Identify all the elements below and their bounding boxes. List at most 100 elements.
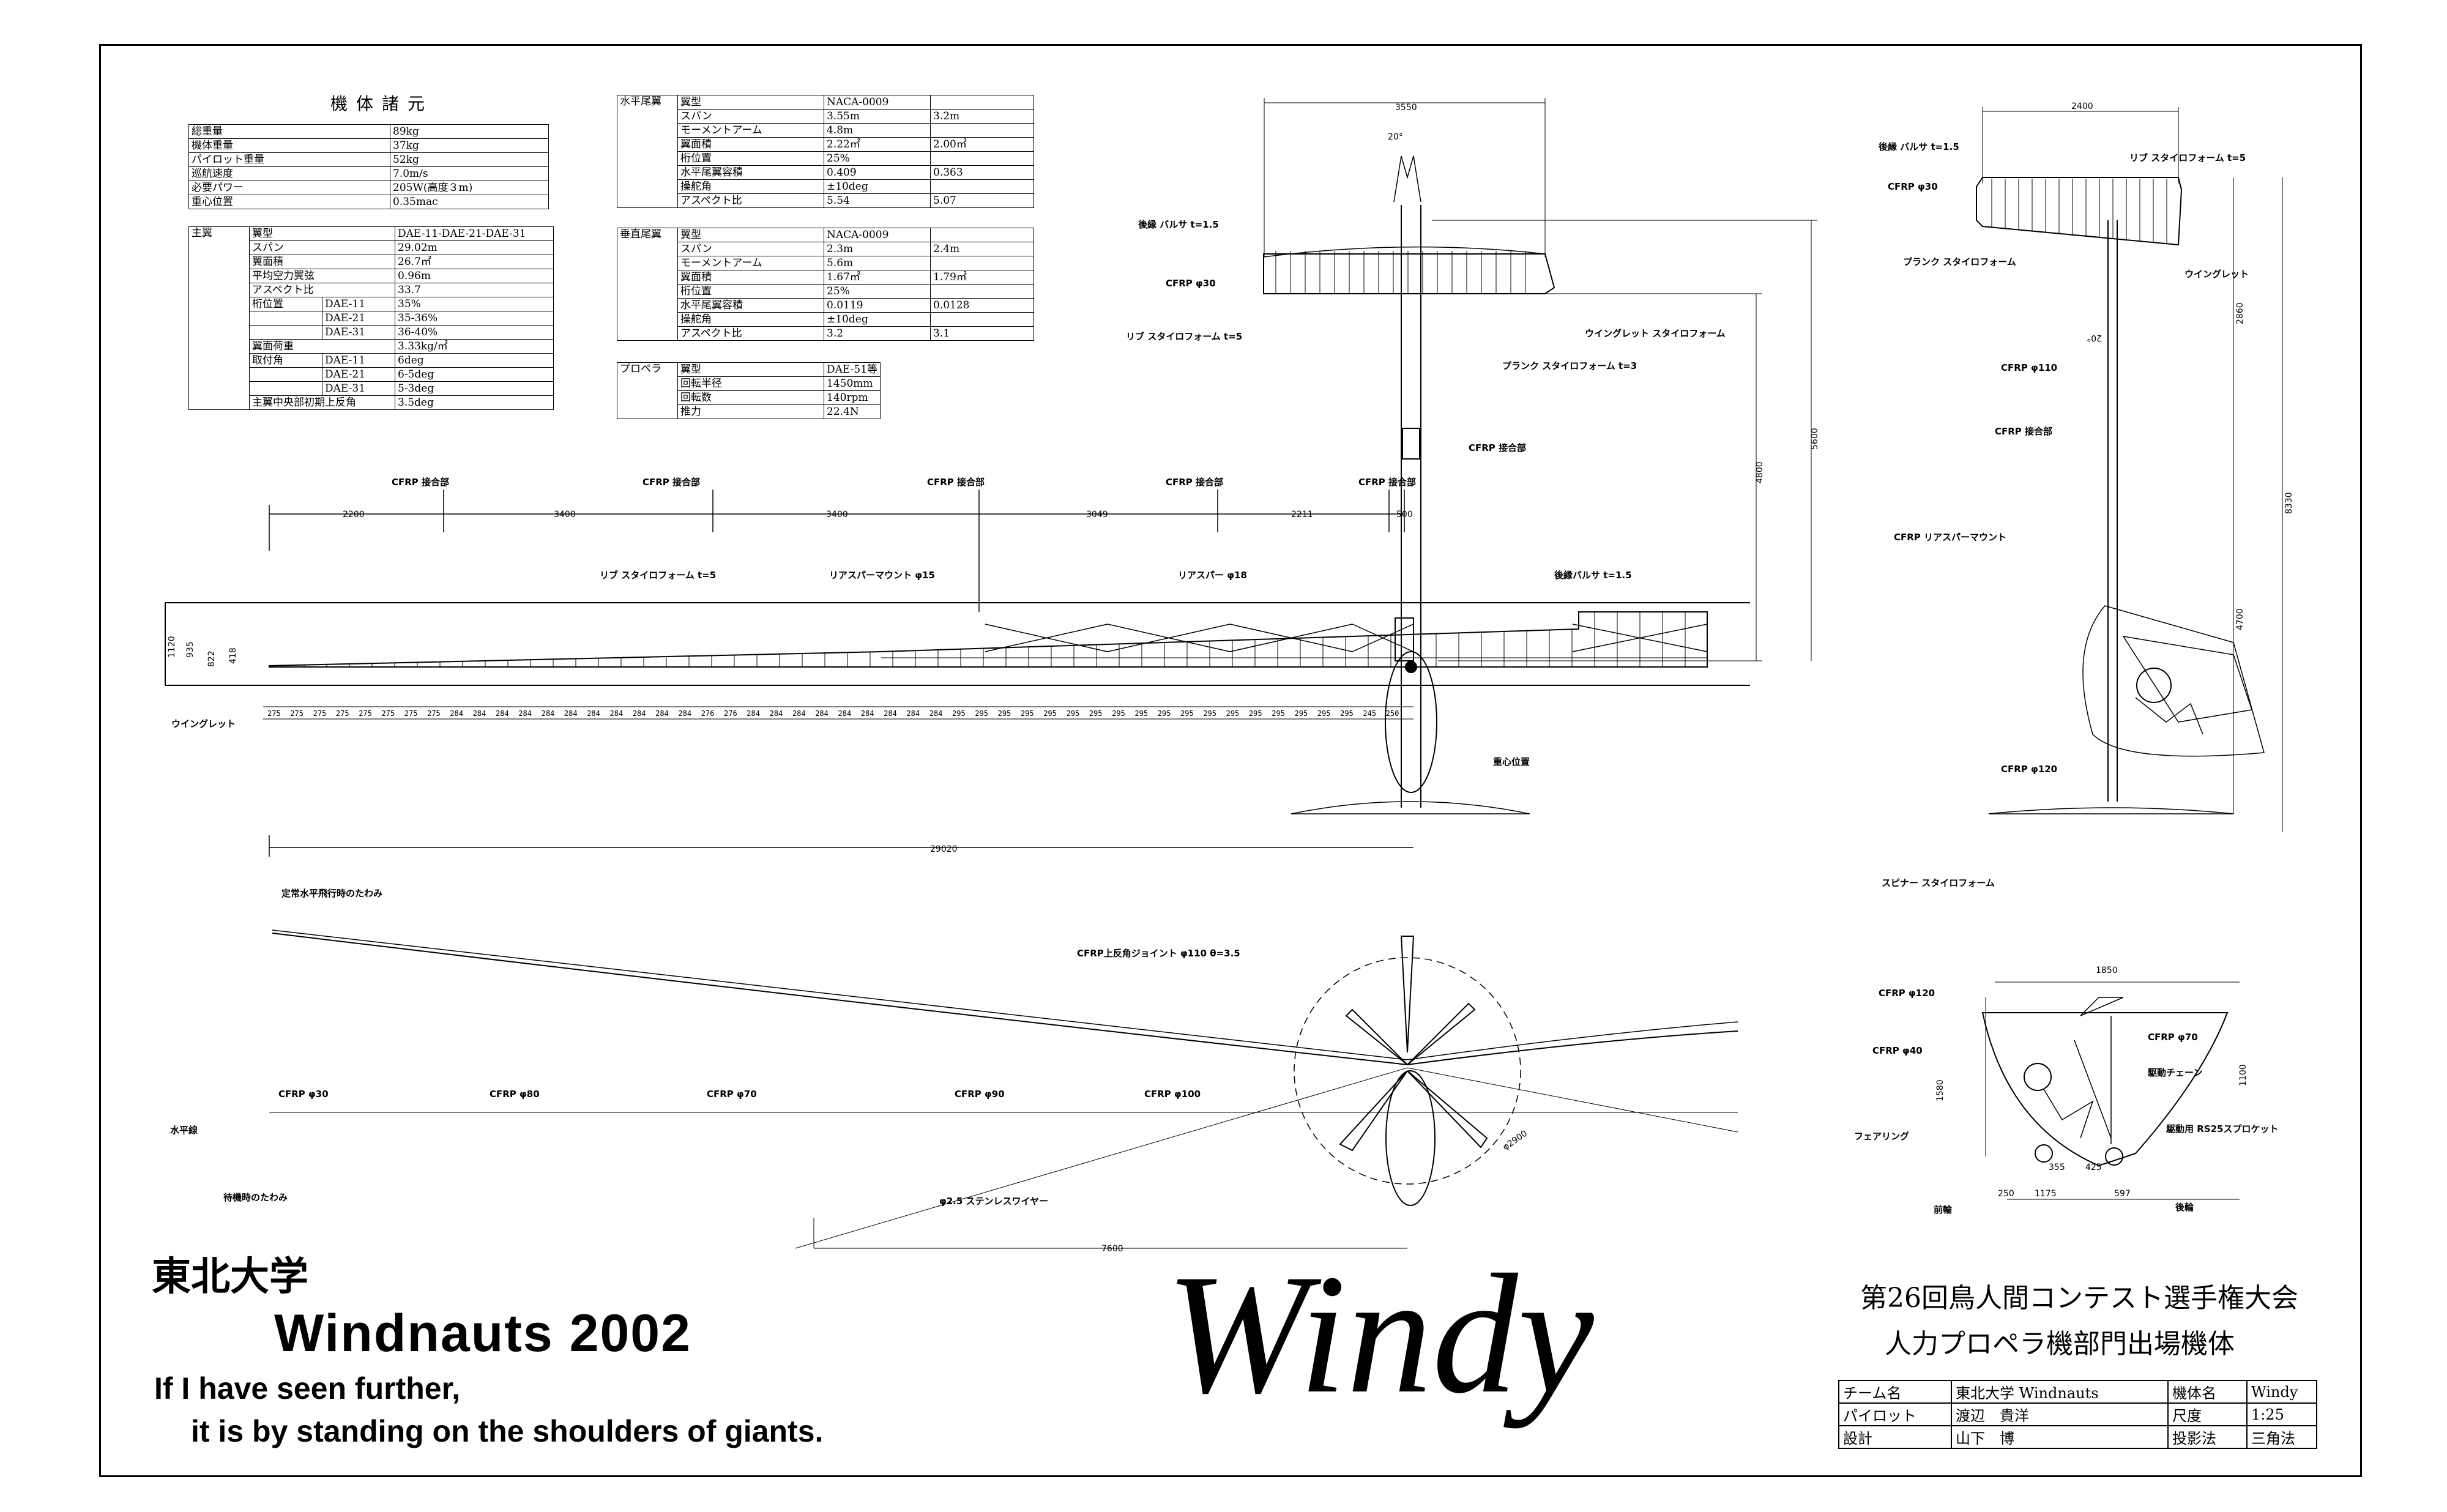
cockpit-dimension: 250 (1998, 1189, 2014, 1199)
spec-key: 推力 (677, 404, 824, 419)
spec-key: スパン (677, 242, 824, 256)
cockpit-dimension: 1175 (2035, 1189, 2057, 1199)
spec-value: 0.0119 (824, 298, 931, 313)
spec-value-2: 2.4m (930, 242, 1034, 256)
ground-deflection-label: 待機時のたわみ (223, 1192, 288, 1203)
spec-value: 33.7 (395, 283, 554, 297)
rib-spacing: 276 (701, 709, 715, 718)
tail-cfrp-label: CFRP φ30 (1166, 278, 1216, 289)
spec-key: パイロット重量 (188, 152, 390, 167)
spec-value: 29.02m (395, 240, 554, 255)
title-value: 1:25 (2246, 1402, 2317, 1426)
rib-spacing: 295 (1067, 709, 1080, 718)
rib-spacing: 295 (1180, 709, 1194, 718)
rib-spacing: 275 (290, 709, 304, 718)
rib-spacing: 295 (952, 709, 966, 718)
spec-value: 52kg (390, 152, 549, 167)
rib-spacing: 275 (313, 709, 327, 718)
cg-label: 重心位置 (1493, 756, 1530, 767)
rib-spacing: 295 (1317, 709, 1331, 718)
front-wheel-label: 前輪 (1934, 1204, 1953, 1215)
spec-sub: DAE-11 (322, 353, 395, 368)
spec-value: 1450mm (823, 376, 881, 391)
rib-spacing: 295 (1203, 709, 1216, 718)
spec-key: 翼面積 (677, 270, 824, 285)
spec-value: 35-36% (395, 311, 554, 326)
rib-spacing: 284 (633, 709, 646, 718)
rib-spacing: 295 (1272, 709, 1285, 718)
rib-spacing: 295 (1158, 709, 1171, 718)
cfrp-joint-label: CFRP 接合部 (1166, 477, 1223, 488)
contest-title: 第26回鳥人間コンテスト選手権大会 (1860, 1283, 2298, 1314)
team-name: Windnauts 2002 (274, 1304, 691, 1363)
spec-key: 主翼中央部初期上反角 (249, 395, 395, 410)
spec-sub: DAE-21 (322, 311, 395, 326)
tail-angle: 20° (1388, 132, 1403, 142)
side-cfrp120-label: CFRP φ120 (2001, 764, 2057, 775)
segment-dimension: 3049 (1086, 510, 1108, 520)
cockpit-cfrp70-label: CFRP φ70 (2148, 1032, 2198, 1043)
rib-spacing: 295 (1226, 709, 1240, 718)
side-rib-label: リブ スタイロフォーム t=5 (2129, 152, 2246, 163)
side-height-dimension: 4700 (2235, 608, 2245, 630)
spec-value: 140rpm (823, 390, 881, 405)
spec-key: アスペクト比 (249, 283, 395, 297)
spec-value: DAE-11-DAE-21-DAE-31 (395, 226, 554, 241)
chord-dimension: 418 (228, 647, 238, 664)
segment-dimension: 500 (1396, 510, 1413, 520)
rib-spacing: 284 (906, 709, 920, 718)
rib-spacing: 284 (518, 709, 532, 718)
tail-te-label: 後縁 バルサ t=1.5 (1138, 219, 1219, 230)
spec-group: 垂直尾翼 (617, 228, 678, 341)
spec-value-2 (930, 284, 1034, 299)
rib-spacing: 275 (359, 709, 372, 718)
dihedral-joint-label: CFRP上反角ジョイント φ110 θ=3.5 (1077, 948, 1240, 959)
spinner-label: スピナー スタイロフォーム (1882, 877, 1995, 888)
tail-rib-label: リブ スタイロフォーム t=5 (1126, 331, 1242, 342)
spec-value: 0.96m (395, 269, 554, 283)
title-value: 渡辺 貴洋 (1951, 1402, 2169, 1426)
spec-key: アスペクト比 (677, 193, 824, 208)
quote-line-1: If I have seen further, (154, 1371, 461, 1406)
cockpit-cfrp120-label: CFRP φ120 (1879, 988, 1935, 999)
cfrp-joint-label: CFRP 接合部 (1358, 477, 1416, 488)
tail-plank-label: プランク スタイロフォーム t=3 (1502, 360, 1637, 371)
rib-spacing: 295 (998, 709, 1011, 718)
title-row: 設計山下 博投影法三角法 (1838, 1425, 2317, 1449)
front-view (269, 929, 1738, 1249)
contest-subtitle: 人力プロペラ機部門出場機体 (1885, 1328, 2235, 1360)
rib-spacing: 284 (929, 709, 943, 718)
spec-value: 25% (824, 284, 931, 299)
segment-dimension-line (269, 490, 1413, 857)
spec-key: 必要パワー (188, 181, 390, 195)
rib-spacing: 284 (884, 709, 897, 718)
drawing-frame (99, 44, 2362, 1477)
cfrp-joint-label: CFRP 接合部 (392, 477, 449, 488)
spec-group: プロペラ (617, 362, 678, 419)
horizon-label: 水平線 (170, 1125, 198, 1136)
side-span-dimension: 2400 (2071, 102, 2093, 111)
spec-key: 翼面荷重 (249, 339, 395, 354)
height-dimension: 5600 (1810, 428, 1820, 450)
rib-spacing: 295 (1089, 709, 1103, 718)
cockpit-detail (1981, 981, 2240, 1200)
spec-key: 翼面積 (249, 255, 395, 269)
top-view-wing (165, 602, 1750, 720)
spec-value: ±10deg (824, 312, 931, 327)
rib-spacing: 284 (815, 709, 829, 718)
title-value: 東北大学 Windnauts (1951, 1380, 2169, 1404)
spec-row: 操舵角±10deg (617, 312, 1034, 327)
rib-spacing: 295 (1134, 709, 1148, 718)
